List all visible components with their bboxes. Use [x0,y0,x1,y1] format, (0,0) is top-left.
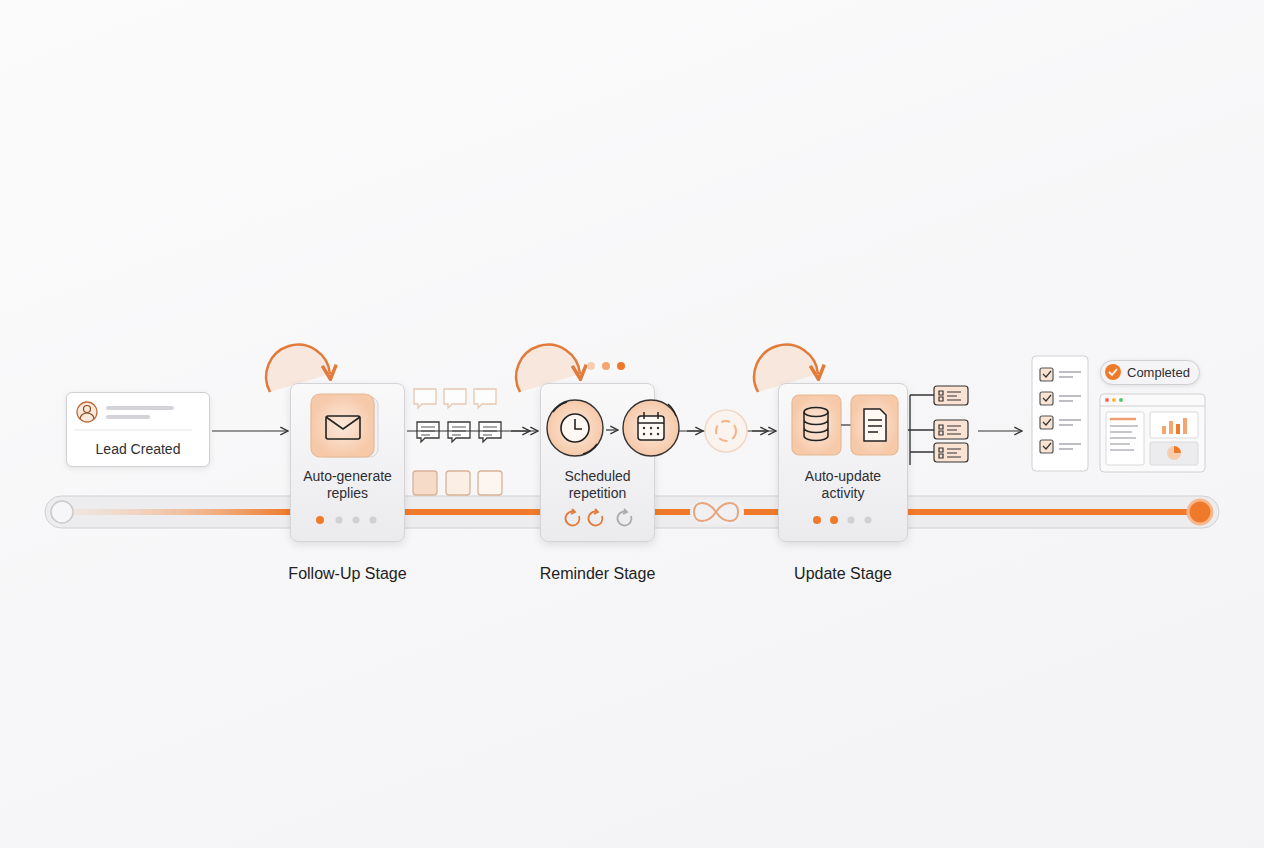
stage-box: Auto-update activityUpdate Stage [778,383,908,542]
document-icon [851,395,898,455]
stage-box: Auto-generate repliesFollow-Up Stage [290,383,405,542]
node-label: Auto-update activity [783,468,903,502]
chat-bubbles [413,389,502,495]
dashboard-panel [1100,394,1205,472]
list-icons [934,386,968,462]
node-label: Scheduled repetition [545,468,650,502]
stage-dots [316,516,872,524]
sync-circle [705,410,747,452]
repeat-icons [565,509,631,526]
progress-dots [587,362,625,370]
result-arrow [978,430,1022,431]
envelope-icon [311,394,378,457]
flow-connector [212,430,288,431]
infinity-symbol [694,503,738,521]
infinity-patch [690,500,744,524]
timeline-end [1188,500,1212,524]
flow-connector [407,430,538,431]
check-badge-icon [1105,364,1121,380]
stage-heading: Follow-Up Stage [288,565,406,583]
node-label: Auto-generate replies [295,468,400,502]
node-label: Lead Created [67,441,209,457]
stage-heading: Reminder Stage [540,565,656,583]
calendar-icon [623,400,679,456]
timeline-start [51,501,73,523]
stage-box: Scheduled repetitionReminder Stage [540,383,655,542]
stage-heading: Update Stage [794,565,892,583]
checklist-panel [1032,356,1088,471]
database-icon [792,395,841,455]
lead-card: Lead Created [66,392,210,467]
flow-connector [657,430,776,431]
node-label: Completed [1127,365,1190,380]
clock-icon [547,400,603,456]
avatar-icon [74,402,192,430]
status-badge: Completed [1100,360,1200,385]
